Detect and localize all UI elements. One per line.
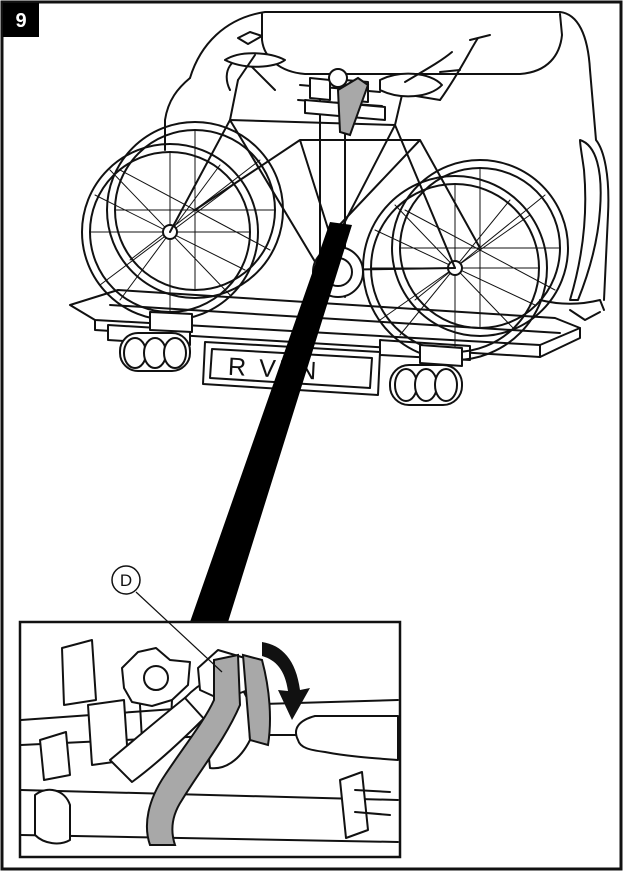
strap-tail <box>241 653 271 747</box>
rotation-arrow-icon <box>262 642 310 720</box>
callout-leader-line <box>135 591 223 673</box>
step-badge: 9 <box>3 3 39 37</box>
wheel-holder-right <box>419 344 463 367</box>
tail-light-left <box>119 332 191 372</box>
strap-d <box>146 653 242 846</box>
detail-pointer <box>190 222 352 622</box>
callout-label: D <box>120 571 132 590</box>
strap-top <box>336 76 370 137</box>
step-number: 9 <box>15 10 26 32</box>
callout-d: D <box>111 565 223 673</box>
tail-light-right <box>389 364 463 406</box>
detail-inset <box>18 620 402 859</box>
hand <box>295 715 399 761</box>
wheel-holder-left <box>149 311 193 333</box>
